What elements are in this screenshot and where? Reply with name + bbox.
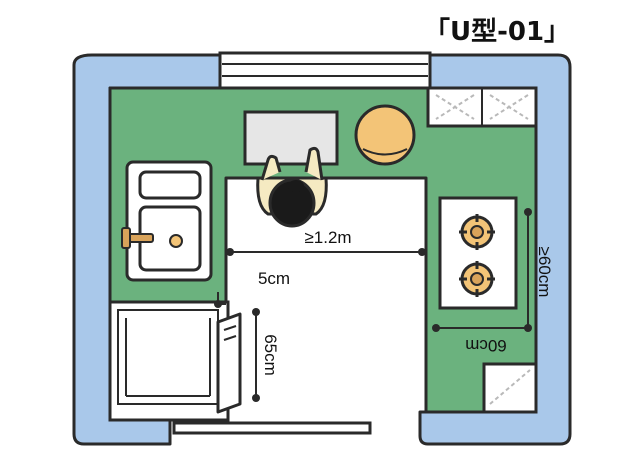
sink-icon xyxy=(125,160,213,282)
stool-icon xyxy=(354,104,416,166)
cabinet-icon xyxy=(426,86,538,128)
stove xyxy=(438,196,518,310)
table xyxy=(243,110,339,166)
stove-burner-icon xyxy=(459,214,495,250)
gap-dimension xyxy=(214,292,226,308)
stove-width-label: 60cm xyxy=(465,336,507,355)
cabinet-icon xyxy=(482,362,538,414)
dishwasher-icon xyxy=(108,300,242,422)
person-icon xyxy=(256,146,328,228)
aisle-dimension xyxy=(226,248,426,256)
dishwasher-depth-dimension xyxy=(252,308,260,402)
window-icon xyxy=(218,51,432,90)
side-gap-label: 5cm xyxy=(258,269,290,288)
stove-burner-icon xyxy=(459,261,495,297)
plan-title: 「U型-01」 xyxy=(424,16,570,47)
dishwasher-depth-label: 65cm xyxy=(261,334,280,376)
wall-right xyxy=(418,53,572,446)
stove-depth-label: ≥60cm xyxy=(535,247,554,298)
door-icon xyxy=(172,421,372,435)
faucet-icon xyxy=(121,227,154,249)
stove-depth-dimension xyxy=(524,208,532,332)
aisle-width-label: ≥1.2m xyxy=(304,228,351,247)
stove-width-dimension xyxy=(432,324,528,332)
